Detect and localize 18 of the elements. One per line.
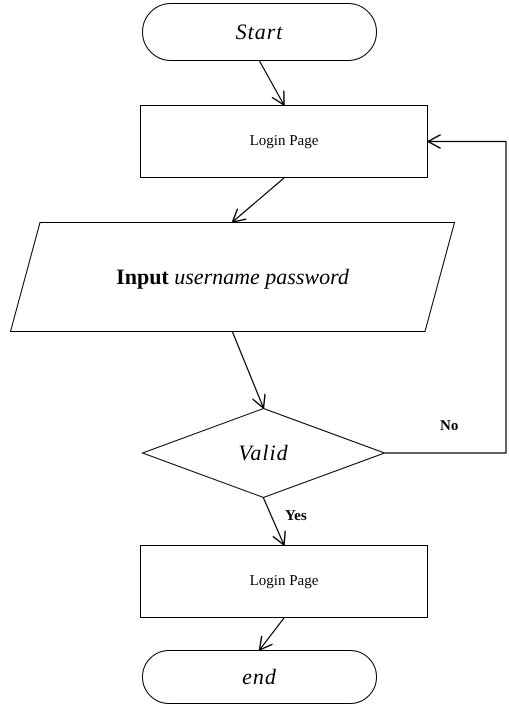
arrow [232, 178, 284, 223]
arrow [258, 60, 285, 106]
decision-diamond [141, 408, 386, 498]
process-box [140, 105, 428, 178]
start-terminal [142, 3, 377, 61]
arrow [385, 134, 507, 454]
arrow [262, 498, 286, 546]
node-text: Start [236, 19, 284, 45]
node-text: Login Page [250, 133, 318, 150]
arrow [258, 618, 284, 651]
node-text: Valid [238, 440, 289, 466]
node-text: Login Page [250, 573, 318, 590]
node-text: Input username password [116, 264, 349, 290]
process-box [140, 545, 428, 618]
arrow [232, 332, 266, 409]
input-parallelogram [10, 222, 456, 332]
end-terminal [142, 650, 377, 704]
node-text: end [242, 664, 277, 690]
